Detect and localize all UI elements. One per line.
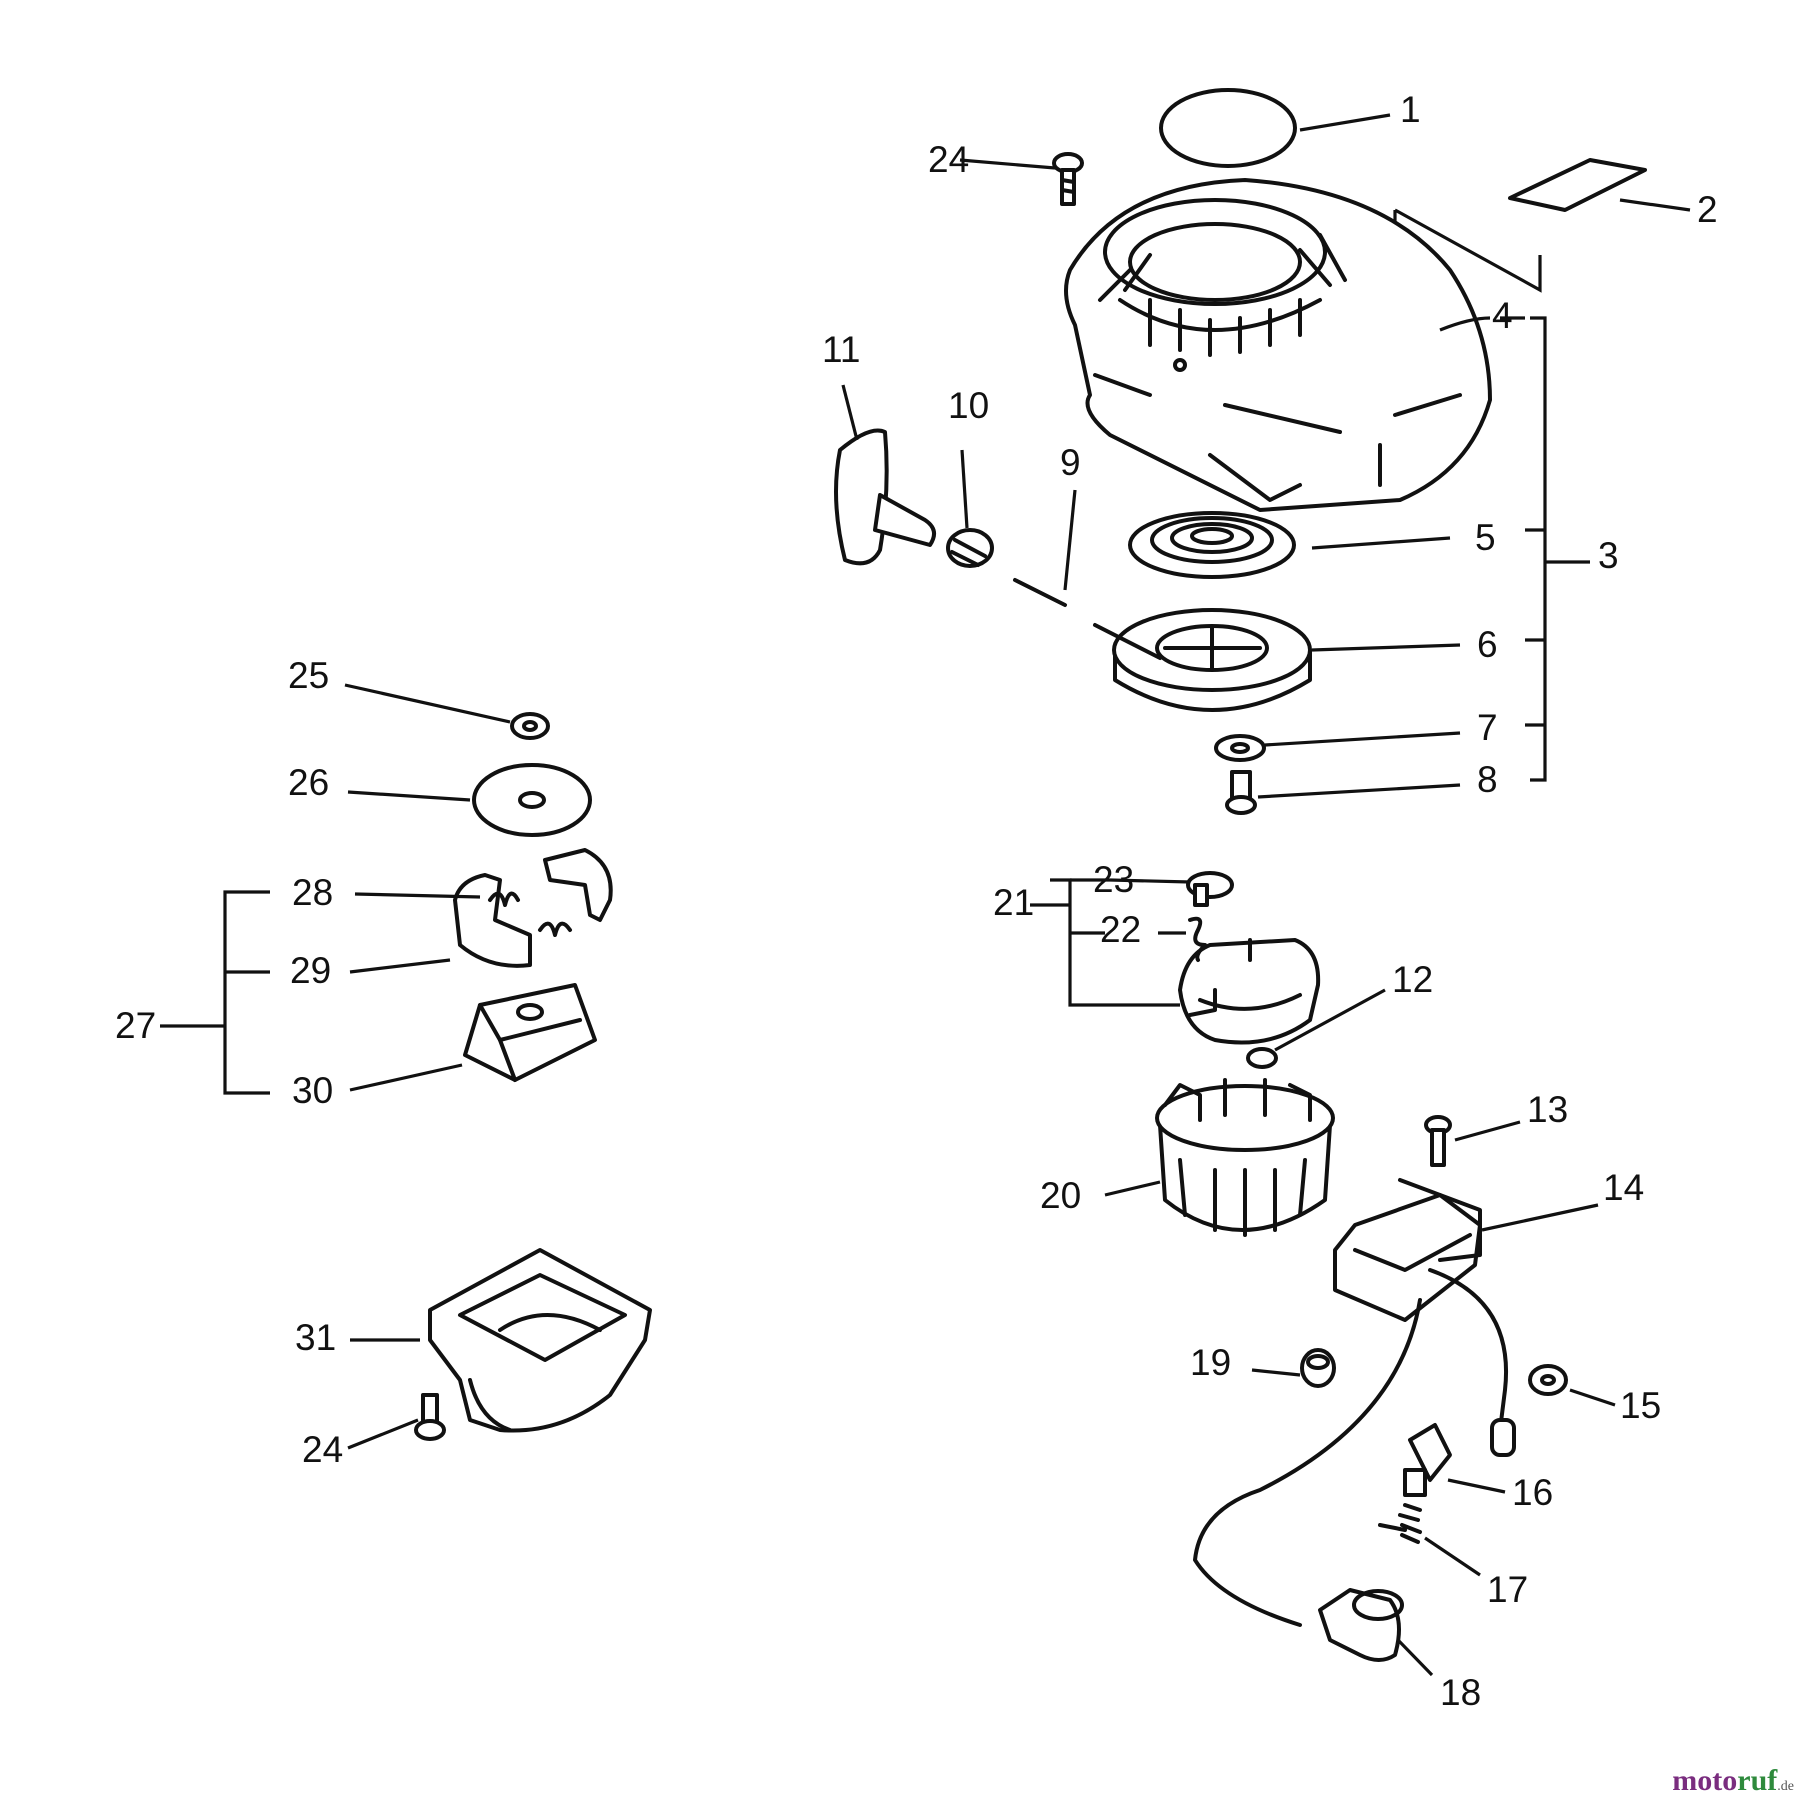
part-clutch-nut xyxy=(510,712,550,740)
part-nut-right xyxy=(1528,1364,1568,1396)
watermark-part1: moto xyxy=(1672,1764,1738,1797)
part-clutch-plate xyxy=(472,763,592,837)
decal-guide-line xyxy=(1394,208,1542,293)
part-rope-guide xyxy=(946,528,994,568)
part-terminal-spring xyxy=(1378,1503,1422,1544)
callout-11: 11 xyxy=(822,329,860,370)
watermark-logo: motoruf.de xyxy=(1672,1764,1794,1798)
part-pulley xyxy=(1093,608,1312,712)
part-flywheel xyxy=(1155,1078,1335,1237)
callout-26: 26 xyxy=(288,762,329,803)
callout-6: 6 xyxy=(1477,624,1498,665)
part-screw-bottom xyxy=(414,1393,446,1441)
part-plug-boot xyxy=(1318,1588,1404,1662)
callout-21: 21 xyxy=(993,882,1034,923)
part-terminal xyxy=(1403,1423,1452,1497)
part-ignition-coil xyxy=(1193,1178,1516,1627)
callout-27: 27 xyxy=(115,1005,156,1046)
part-pawl-spring xyxy=(1188,916,1207,962)
part-nut-left xyxy=(1300,1348,1336,1388)
part-washer xyxy=(1214,734,1266,762)
callout-3: 3 xyxy=(1598,535,1619,576)
callout-5: 5 xyxy=(1475,517,1496,558)
callout-30: 30 xyxy=(292,1070,333,1111)
callout-29: 29 xyxy=(290,950,331,991)
callout-18: 18 xyxy=(1440,1672,1481,1713)
callout-25: 25 xyxy=(288,655,329,696)
part-clutch-case xyxy=(428,1248,652,1433)
callout-15: 15 xyxy=(1620,1385,1661,1426)
part-decal xyxy=(1508,158,1647,212)
watermark-part2: ruf xyxy=(1737,1764,1778,1797)
callout-4: 4 xyxy=(1492,295,1513,336)
callout-23: 23 xyxy=(1093,859,1134,900)
callout-13: 13 xyxy=(1527,1089,1568,1130)
callout-22: 22 xyxy=(1100,909,1141,950)
callout-16: 16 xyxy=(1512,1472,1553,1513)
callout-19: 19 xyxy=(1190,1342,1231,1383)
part-clutch-shoes xyxy=(453,848,613,968)
callout-8: 8 xyxy=(1477,759,1498,800)
part-pulley-screw xyxy=(1225,770,1257,815)
part-rope-segment xyxy=(1013,578,1067,607)
part-screw-top xyxy=(1052,152,1084,206)
part-pawl-holder xyxy=(1178,938,1321,1045)
part-starter-handle xyxy=(834,428,936,566)
callout-2: 2 xyxy=(1697,189,1718,230)
callout-9: 9 xyxy=(1060,442,1081,483)
part-pawl-screw xyxy=(1186,871,1234,907)
callout-1: 1 xyxy=(1400,89,1421,130)
callout-24-top: 24 xyxy=(928,139,969,180)
callout-28: 28 xyxy=(292,872,333,913)
part-flywheel-washer xyxy=(1246,1047,1278,1069)
callout-20: 20 xyxy=(1040,1175,1081,1216)
callout-14: 14 xyxy=(1603,1167,1644,1208)
part-coil-screw xyxy=(1424,1115,1452,1167)
part-starter-housing xyxy=(1064,178,1492,512)
callout-24-bottom: 24 xyxy=(302,1429,343,1470)
callout-17: 17 xyxy=(1487,1569,1528,1610)
part-oring xyxy=(1159,88,1297,168)
callout-31: 31 xyxy=(295,1317,336,1358)
part-clutch-housing xyxy=(463,983,597,1082)
callout-7: 7 xyxy=(1477,707,1498,748)
part-recoil-spring xyxy=(1128,511,1296,579)
callout-10: 10 xyxy=(948,385,989,426)
watermark-suffix: .de xyxy=(1777,1779,1794,1794)
callout-12: 12 xyxy=(1392,959,1433,1000)
